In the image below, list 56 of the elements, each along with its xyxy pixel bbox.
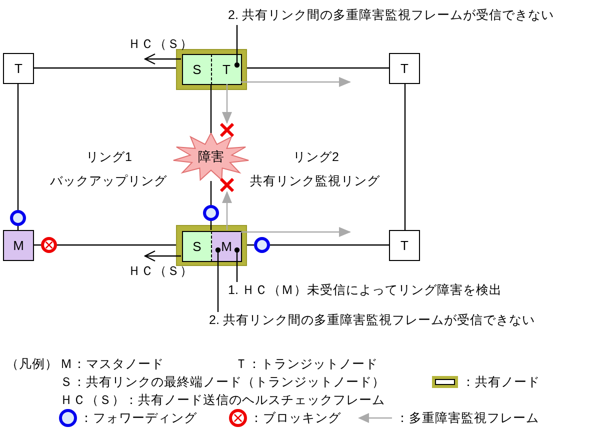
- shared-link-end-node-box: S: [182, 54, 212, 85]
- legend-text: ：共有ノード: [462, 374, 540, 390]
- link-line: [57, 244, 176, 246]
- shared-node-frame: [176, 49, 247, 90]
- link-line: [247, 67, 389, 69]
- legend-text: Ｓ：共有リンクの最終端ノード（トランジットノード）: [60, 374, 385, 390]
- shared-link-end-node-box: S: [182, 231, 212, 262]
- link-line: [17, 226, 19, 230]
- transit-node-box: T: [3, 53, 34, 84]
- forwarding-port-icon: [203, 205, 219, 221]
- transit-node-box: T: [389, 230, 420, 261]
- callout-note: 1. ＨＣ（Ｍ）未受信によってリング障害を検出: [228, 282, 502, 300]
- callout-note: 2. 共有リンク間の多重障害監視フレームが受信できない: [209, 312, 535, 330]
- arrow: [144, 250, 181, 262]
- link-line: [210, 221, 212, 230]
- leader-line: [234, 247, 240, 282]
- forwarding-port-icon: [10, 210, 26, 226]
- fault-burst: 障害: [173, 133, 249, 181]
- arrow: [222, 84, 232, 124]
- link-line: [210, 84, 212, 133]
- legend-text: Ｍ：マスタノード: [60, 356, 164, 372]
- ring-role-label: 共有リンク監視リング: [250, 173, 380, 189]
- arrow: [241, 77, 351, 87]
- link-line: [247, 244, 254, 246]
- link-line: [17, 84, 19, 210]
- link-line: [34, 244, 41, 246]
- transit-node-box: T: [212, 54, 242, 85]
- edge-label: ＨＣ（Ｓ）: [128, 36, 193, 52]
- link-line: [34, 67, 176, 69]
- legend-text: ：ブロッキング: [250, 410, 341, 426]
- cross-icon: [220, 123, 234, 137]
- leader-line: [234, 25, 240, 68]
- ring-label: リング2: [293, 149, 339, 165]
- cross-icon: [220, 178, 234, 192]
- blocking-port-icon: [41, 237, 57, 253]
- ring-label: リング1: [86, 149, 132, 165]
- forwarding-port-icon: [254, 237, 270, 253]
- callout-note: 2. 共有リンク間の多重障害監視フレームが受信できない: [228, 7, 554, 25]
- ring-role-label: バックアップリング: [50, 173, 167, 189]
- link-line: [210, 181, 212, 205]
- link-line: [270, 244, 389, 246]
- edge-label: ＨＣ（Ｓ）: [128, 263, 193, 279]
- legend-text: ：多重障害監視フレーム: [396, 410, 539, 426]
- arrow: [222, 191, 232, 230]
- master-node-box: M: [3, 230, 34, 261]
- shared-node-frame: [176, 225, 247, 266]
- legend-text: Ｔ：トランジットノード: [235, 356, 378, 372]
- arrow: [144, 53, 181, 65]
- link-line: [404, 84, 406, 230]
- transit-node-box: T: [389, 53, 420, 84]
- legend-heading: （凡例）: [6, 356, 58, 372]
- legend-text: ：フォワーディング: [80, 410, 197, 426]
- legend-text: ＨＣ（Ｓ）：共有ノード送信のヘルスチェックフレーム: [60, 392, 385, 408]
- leader-line: [215, 247, 221, 312]
- master-node-box: M: [212, 231, 242, 262]
- arrow: [241, 227, 351, 237]
